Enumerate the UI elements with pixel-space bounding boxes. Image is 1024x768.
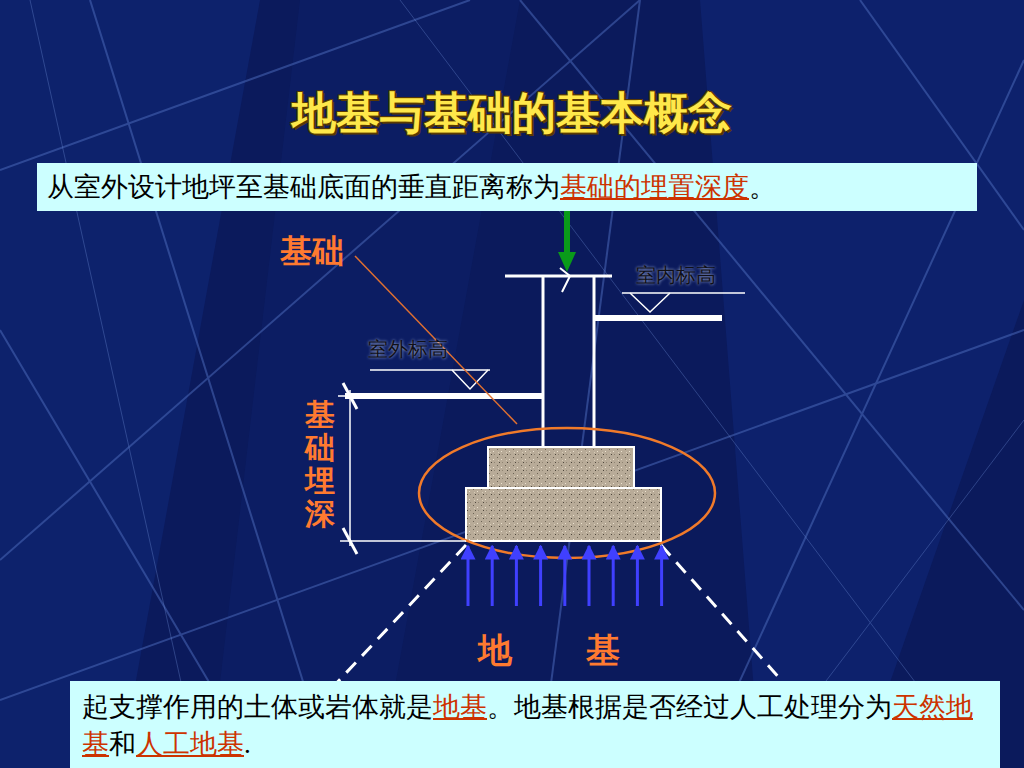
body-text: 。 [749, 172, 776, 202]
dimension-label: 基础埋深 [305, 398, 335, 530]
reaction-arrow [588, 546, 591, 606]
reaction-arrow [467, 546, 470, 606]
key-term: 人工地基 [136, 729, 244, 759]
slide-title: 地基与基础的基本概念 [0, 84, 1024, 143]
text-box: 起支撑作用的土体或岩体就是地基。地基根据是否经过人工处理分为天然地基和人工地基. [70, 681, 1000, 768]
body-text: 从室外设计地坪至基础底面的垂直距离称为 [47, 172, 560, 202]
body-text: 和 [109, 729, 136, 759]
body-text: . [244, 729, 251, 759]
key-term: 基础的埋置深度 [560, 172, 749, 202]
reaction-arrow [612, 546, 615, 606]
reaction-arrow [515, 546, 518, 606]
body-text: 。地基根据是否经过人工处理分为 [487, 692, 892, 722]
reaction-arrow [491, 546, 494, 606]
reaction-arrow [563, 546, 566, 606]
body-text: 起支撑作用的土体或岩体就是 [82, 692, 433, 722]
key-term: 地基 [433, 692, 487, 722]
elevation-label: 室内标高 [636, 262, 716, 289]
reaction-arrow [539, 546, 542, 606]
reaction-arrow [636, 546, 639, 606]
reaction-arrow [660, 546, 663, 606]
ground-label: 地 基 [478, 628, 620, 674]
text-box: 从室外设计地坪至基础底面的垂直距离称为基础的埋置深度。 [37, 163, 977, 211]
part-label: 基础 [280, 230, 344, 274]
elevation-label: 室外标高 [368, 336, 448, 363]
